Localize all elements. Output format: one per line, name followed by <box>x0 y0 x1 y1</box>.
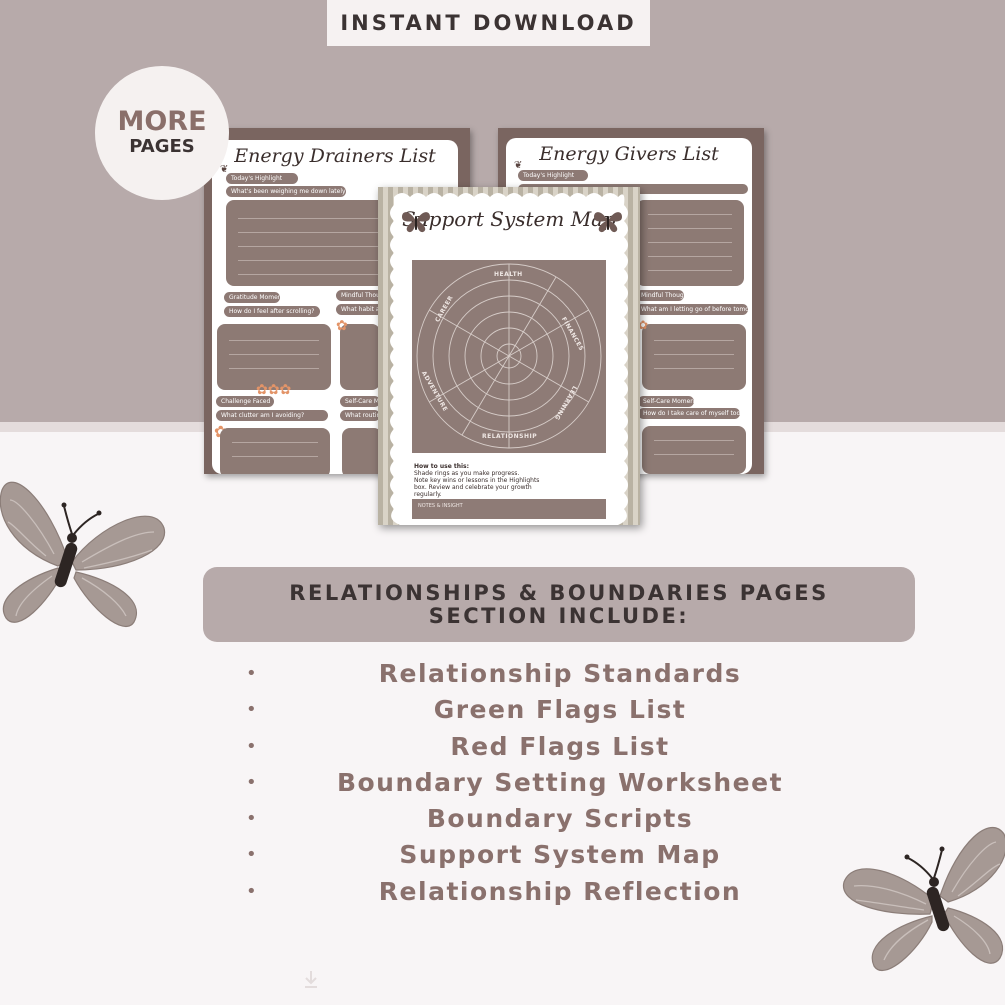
section-heading-pill: RELATIONSHIPS & BOUNDARIES PAGES SECTION… <box>203 567 915 642</box>
notes-insight-bar: NOTES & INSIGHT <box>412 499 606 519</box>
bullet-icon: • <box>246 771 257 793</box>
bullet-icon: • <box>246 844 257 866</box>
field-label: Today's Highlight <box>518 170 588 181</box>
list-item-label: Green Flags List <box>433 695 687 725</box>
field-label: What routine <box>340 410 380 421</box>
butterfly-icon <box>843 827 1005 972</box>
bottom-background <box>0 432 1005 1005</box>
list-item: • Red Flags List <box>240 729 880 765</box>
butterfly-icon <box>402 212 430 233</box>
notes-box <box>220 428 330 474</box>
howto-line: regularly. <box>414 491 442 498</box>
field-label: Mindful Thought <box>336 290 392 301</box>
notes-box <box>340 324 380 390</box>
bullet-icon: • <box>246 880 257 902</box>
howto-line: Note key wins or lessons in the Highligh… <box>414 477 540 484</box>
notes-insight-label: NOTES & INSIGHT <box>418 503 463 509</box>
section-heading-line-2: SECTION INCLUDE: <box>428 603 690 628</box>
how-to-use-text: How to use this: Shade rings as you make… <box>414 463 604 498</box>
badge-line-more: MORE <box>117 105 207 137</box>
howto-line: box. Review and celebrate your growth <box>414 484 532 491</box>
flower-icon: ✿ <box>638 318 649 332</box>
field-label: What clutter am I avoiding? <box>216 410 328 421</box>
list-item: • Green Flags List <box>240 692 880 728</box>
butterfly-icon <box>0 481 166 628</box>
instant-download-label: INSTANT DOWNLOAD <box>340 11 637 35</box>
wheel-label-health: HEALTH <box>494 271 523 278</box>
list-item: • Boundary Setting Worksheet <box>240 765 880 801</box>
flower-icon: ✿✿✿ <box>256 382 292 398</box>
section-heading-line-1: RELATIONSHIPS & BOUNDARIES PAGES <box>289 580 829 605</box>
download-icon <box>305 971 317 988</box>
field-label: How do I take care of myself today? <box>638 408 740 419</box>
field-label: Mindful Thought <box>636 290 684 301</box>
bullet-icon: • <box>246 735 257 757</box>
list-item: • Support System Map <box>240 837 880 873</box>
list-item: • Relationship Standards <box>240 656 880 692</box>
energy-drainers-title: Energy Drainers List <box>234 145 436 167</box>
bullet-icon: • <box>246 699 257 721</box>
badge-line-pages: PAGES <box>129 135 195 157</box>
support-system-map-page: Support System Map <box>378 187 640 525</box>
notes-box <box>642 324 746 390</box>
life-wheel-panel: HEALTH FINANCES LEARNING RELATIONSHIP AD… <box>412 260 606 453</box>
wheel-label-relationship: RELATIONSHIP <box>482 433 538 440</box>
field-label: Self-Care Moment <box>638 396 694 407</box>
list-item-label: Boundary Setting Worksheet <box>336 767 784 797</box>
howto-line: How to use this: <box>414 463 470 470</box>
butterfly-icon: ❦ <box>514 160 523 171</box>
energy-drainers-sheet: Energy Drainers List ❦ Today's Highlight… <box>212 140 458 474</box>
notes-box <box>636 200 744 286</box>
life-wheel <box>416 263 602 449</box>
notes-box <box>342 428 382 474</box>
list-item-label: Relationship Standards <box>378 659 742 688</box>
list-item-label: Red Flags List <box>450 731 670 761</box>
support-system-map-title: Support System Map <box>402 207 616 231</box>
included-pages-list: • Relationship Standards • Green Flags Lis… <box>240 656 880 910</box>
instant-download-banner: INSTANT DOWNLOAD <box>327 0 650 46</box>
support-system-map-sheet: Support System Map <box>378 187 640 525</box>
howto-line: Shade rings as you make progress. <box>414 470 520 477</box>
list-item-label: Boundary Scripts <box>426 804 694 834</box>
list-item: • Boundary Scripts <box>240 801 880 837</box>
flower-icon: ✿ <box>336 318 348 334</box>
field-label: Gratitude Moment <box>224 292 280 303</box>
more-pages-badge: MORE PAGES <box>95 66 229 200</box>
bullet-icon: • <box>246 808 257 830</box>
butterfly-icon: ❦ <box>220 164 229 175</box>
bullet-icon: • <box>246 663 257 684</box>
list-item-label: Relationship Reflection <box>378 876 742 906</box>
field-label: What am I letting go of before tomorrow? <box>636 304 748 315</box>
list-item-label: Support System Map <box>399 840 721 870</box>
notes-box <box>642 426 746 474</box>
butterfly-icon <box>594 212 622 233</box>
notes-box <box>217 324 331 390</box>
field-label: Today's Highlight <box>226 173 298 184</box>
field-label: Challenge Faced <box>216 396 274 407</box>
energy-givers-title: Energy Givers List <box>539 143 719 165</box>
field-label: How do I feel after scrolling? <box>224 306 320 317</box>
energy-drainers-page: Energy Drainers List ❦ Today's Highlight… <box>204 128 470 474</box>
field-label: What's been weighing me down lately? <box>226 186 346 197</box>
list-item: • Relationship Reflection <box>240 874 880 910</box>
field-label: What habit am I <box>336 304 396 315</box>
field-label: Self-Care Mo <box>340 396 380 407</box>
